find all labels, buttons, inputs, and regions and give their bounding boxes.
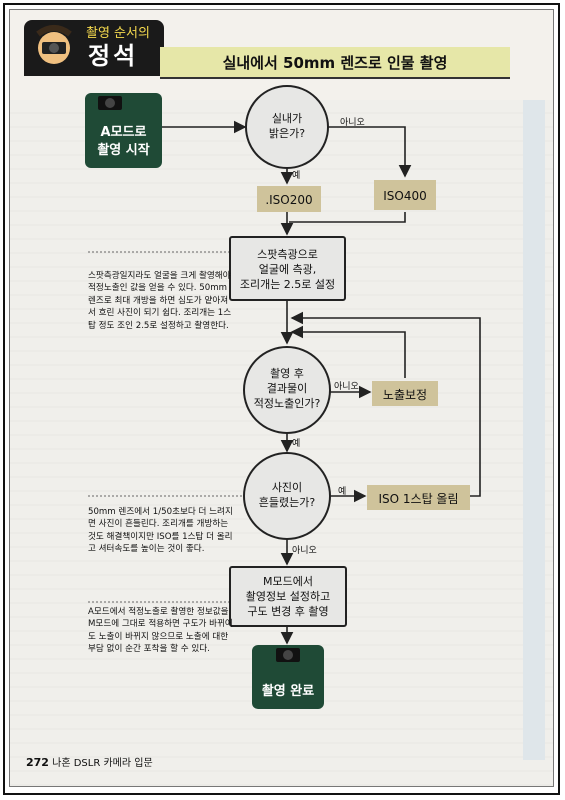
- page-frame: [3, 3, 560, 795]
- m-mode-line3: 구도 변경 후 촬영: [247, 604, 329, 618]
- start-camera-icon: [98, 96, 122, 110]
- decision-shake-node: [243, 452, 331, 540]
- decision-exposure-text: 촬영 후 결과물이 적정노출인가?: [244, 367, 330, 412]
- book-title: 나혼 DSLR 카메라 입문: [52, 758, 153, 769]
- page-footer: 272 나혼 DSLR 카메라 입문: [26, 754, 153, 769]
- end-node-text: 촬영 완료: [261, 684, 315, 699]
- label-bright-no: 아니오: [340, 118, 365, 128]
- m-mode-text: M모드에서 촬영정보 설정하고 구도 변경 후 촬영: [230, 575, 346, 620]
- q-exposure-line1: 촬영 후: [270, 367, 304, 380]
- series-badge-title: 정석: [88, 42, 139, 70]
- arrow-iso400-merge: [289, 212, 406, 223]
- end-camera-icon: [276, 648, 300, 662]
- label-exposure-no: 아니오: [334, 382, 359, 392]
- iso400-node: [374, 180, 436, 210]
- note-spot-metering: 스팟측광일지라도 얼굴을 크게 촬영해야 적정노출인 값을 얻을 수 있다. 5…: [88, 271, 232, 331]
- iso-up-text: ISO 1스탑 올림: [378, 492, 459, 506]
- page-edge-strip: [523, 100, 545, 760]
- note-shake: 50mm 렌즈에서 1/50초보다 더 느려지면 사진이 흔들린다. 조리개를 …: [88, 507, 233, 555]
- q-exposure-line3: 적정노출인가?: [253, 396, 321, 410]
- q-shake-line1: 사진이: [271, 481, 303, 494]
- title-bar: 실내에서 50mm 렌즈로 인물 촬영: [160, 47, 510, 79]
- iso200-text: .ISO200: [265, 193, 313, 207]
- arrow-expcomp-loop: [290, 325, 406, 378]
- start-node-text: A모드로 촬영 시작: [85, 124, 162, 159]
- label-exposure-yes: 예: [292, 439, 301, 449]
- m-mode-node: [229, 566, 347, 627]
- q-shake-line2: 흔들렸는가?: [258, 495, 316, 509]
- decision-bright-node: [245, 85, 329, 169]
- q-bright-line1: 실내가: [271, 112, 303, 125]
- q-bright-line2: 밝은가?: [268, 126, 306, 140]
- m-mode-line2: 촬영정보 설정하고: [245, 589, 331, 603]
- decision-bright-text: 실내가 밝은가?: [246, 112, 328, 142]
- end-node: [252, 645, 324, 709]
- spot-metering-text: 스팟측광으로 얼굴에 측광, 조리개는 2.5로 설정: [230, 248, 345, 293]
- m-mode-line1: M모드에서: [263, 575, 313, 588]
- spot-line3: 조리개는 2.5로 설정: [239, 277, 336, 291]
- start-line2: 촬영 시작: [97, 142, 150, 158]
- exposure-comp-text: 노출보정: [382, 388, 428, 402]
- label-shake-no: 아니오: [292, 546, 317, 556]
- spot-metering-node: [229, 236, 346, 301]
- series-badge: [24, 20, 164, 76]
- page-title: 실내에서 50mm 렌즈로 인물 촬영: [222, 54, 448, 72]
- arrow-q1-no-to-iso400: [325, 126, 412, 178]
- iso400-text: ISO400: [383, 189, 427, 203]
- series-badge-subtitle: 촬영 순서의: [86, 26, 150, 41]
- q-exposure-line2: 결과물이: [266, 381, 308, 395]
- label-shake-yes: 예: [338, 487, 347, 497]
- exposure-comp-node: [372, 381, 438, 406]
- spot-line1: 스팟측광으로: [257, 248, 318, 261]
- iso200-node: [257, 186, 321, 212]
- start-node: [85, 93, 162, 168]
- photographer-illustration-icon: [36, 25, 72, 64]
- note-m-mode: A모드에서 적정노출로 촬영한 정보값을 M모드에 그대로 적용하면 구도가 바…: [88, 607, 233, 655]
- page-number: 272: [26, 756, 49, 769]
- arrow-isoup-loop: [290, 311, 481, 497]
- label-bright-yes: 예: [292, 171, 301, 181]
- decision-exposure-node: [243, 346, 331, 434]
- start-line1: A모드로: [100, 125, 147, 140]
- decision-shake-text: 사진이 흔들렸는가?: [244, 481, 330, 511]
- iso-up-node: [367, 485, 470, 510]
- spot-line2: 얼굴에 측광,: [258, 262, 317, 276]
